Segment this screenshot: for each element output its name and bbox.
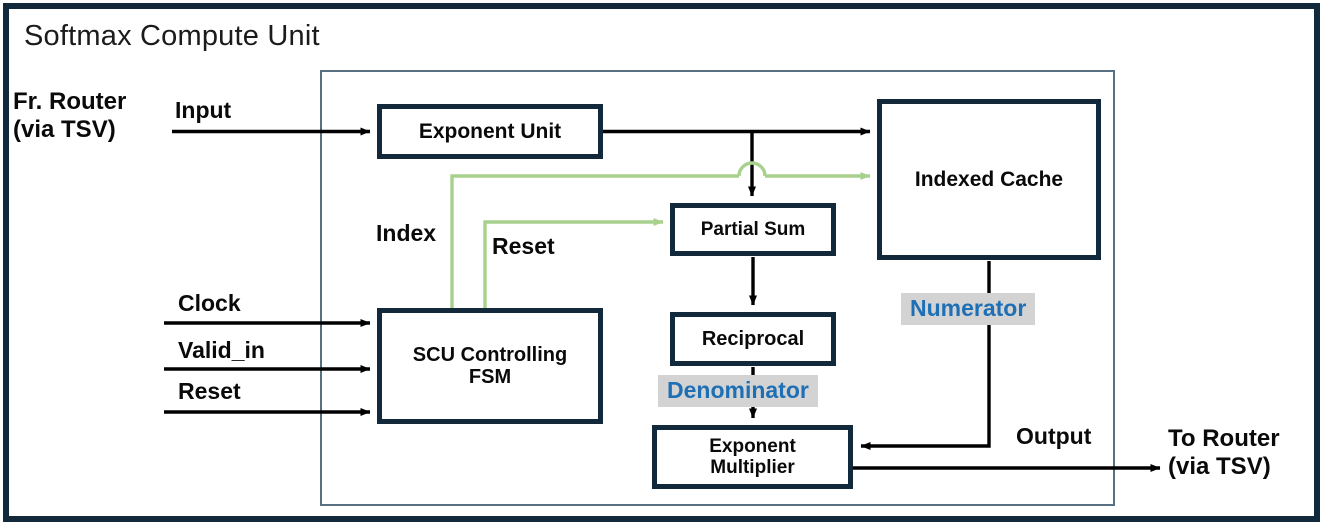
- block-label: SCU Controlling FSM: [413, 344, 567, 389]
- wire-numerator-to-expmult: [860, 325, 991, 450]
- block-label-line1: Exponent: [709, 435, 796, 457]
- port-label-line2: (via TSV): [1168, 452, 1271, 480]
- signal-label-index: Index: [376, 220, 437, 246]
- wire-index-seg1: [450, 174, 739, 308]
- signal-label-output: Output: [1016, 423, 1092, 449]
- signal-label-clock: Clock: [178, 290, 241, 316]
- signal-tag-numerator: Numerator: [901, 293, 1036, 326]
- signal-label-input: Input: [175, 97, 232, 123]
- wire-reset-ctrl: [483, 218, 664, 308]
- block-partial-sum[interactable]: Partial Sum: [670, 203, 836, 256]
- signal-label-reset-in: Reset: [178, 378, 241, 404]
- signal-label-reset-control: Reset: [492, 233, 555, 259]
- block-reciprocal[interactable]: Reciprocal: [670, 312, 836, 366]
- port-label-to-router: To Router (via TSV): [1168, 425, 1280, 480]
- block-label-line2: Multiplier: [710, 457, 795, 478]
- block-indexed-cache[interactable]: Indexed Cache: [877, 99, 1101, 260]
- page-title: Softmax Compute Unit: [24, 20, 320, 52]
- block-label: Exponent Multiplier: [709, 436, 796, 479]
- port-label-from-router: Fr. Router (via TSV): [13, 88, 126, 143]
- block-exponent-multiplier[interactable]: Exponent Multiplier: [652, 425, 853, 489]
- signal-label-valid-in: Valid_in: [178, 337, 265, 363]
- block-label: Indexed Cache: [914, 167, 1064, 191]
- block-label: Exponent Unit: [418, 119, 562, 143]
- signal-tag-denominator: Denominator: [658, 375, 818, 408]
- block-label-line2: FSM: [468, 366, 512, 388]
- block-scu-controlling-fsm[interactable]: SCU Controlling FSM: [377, 308, 603, 424]
- block-label-line1: SCU Controlling: [412, 343, 568, 366]
- port-label-line1: Fr. Router: [13, 88, 127, 115]
- block-label: Reciprocal: [701, 327, 805, 350]
- port-label-line1: To Router: [1168, 425, 1280, 452]
- port-label-line2: (via TSV): [13, 115, 116, 143]
- scu-boundary-frame: [320, 70, 1115, 506]
- block-exponent-unit[interactable]: Exponent Unit: [377, 104, 603, 159]
- wire-index-hop: [737, 161, 767, 177]
- block-label: Partial Sum: [700, 218, 806, 240]
